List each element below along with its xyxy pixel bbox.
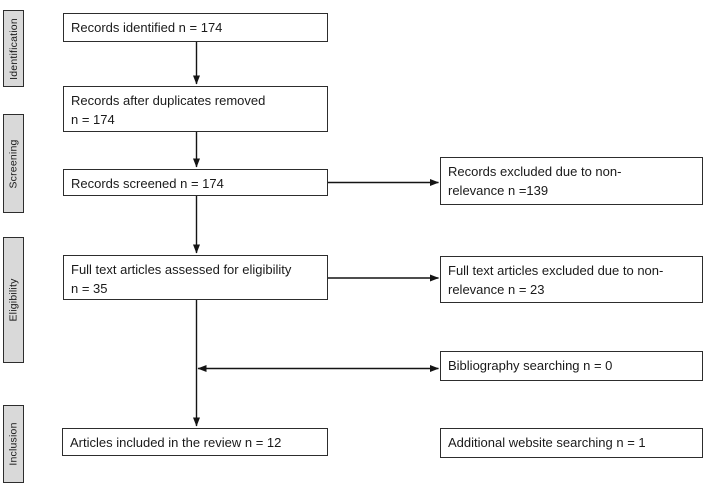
box-articles-included: Articles included in the review n = 12 — [62, 428, 328, 456]
stage-label-text: Inclusion — [7, 422, 20, 466]
stage-label-inclusion: Inclusion — [3, 405, 24, 483]
box-additional-website-search: Additional website searching n = 1 — [440, 428, 703, 458]
box-records-excluded: Records excluded due to non- relevance n… — [440, 157, 703, 205]
box-fulltext-assessed: Full text articles assessed for eligibil… — [63, 255, 328, 300]
box-bibliography-searching: Bibliography searching n = 0 — [440, 351, 703, 381]
box-fulltext-excluded: Full text articles excluded due to non- … — [440, 256, 703, 303]
stage-label-text: Eligibility — [7, 278, 20, 322]
stage-label-eligibility: Eligibility — [3, 237, 24, 363]
stage-label-text: Screening — [7, 138, 20, 189]
stage-label-identification: Identification — [3, 10, 24, 87]
stage-label-screening: Screening — [3, 114, 24, 213]
box-records-identified: Records identified n = 174 — [63, 13, 328, 42]
box-duplicates-removed: Records after duplicates removed n = 174 — [63, 86, 328, 132]
stage-label-text: Identification — [7, 17, 20, 80]
box-records-screened: Records screened n = 174 — [63, 169, 328, 196]
